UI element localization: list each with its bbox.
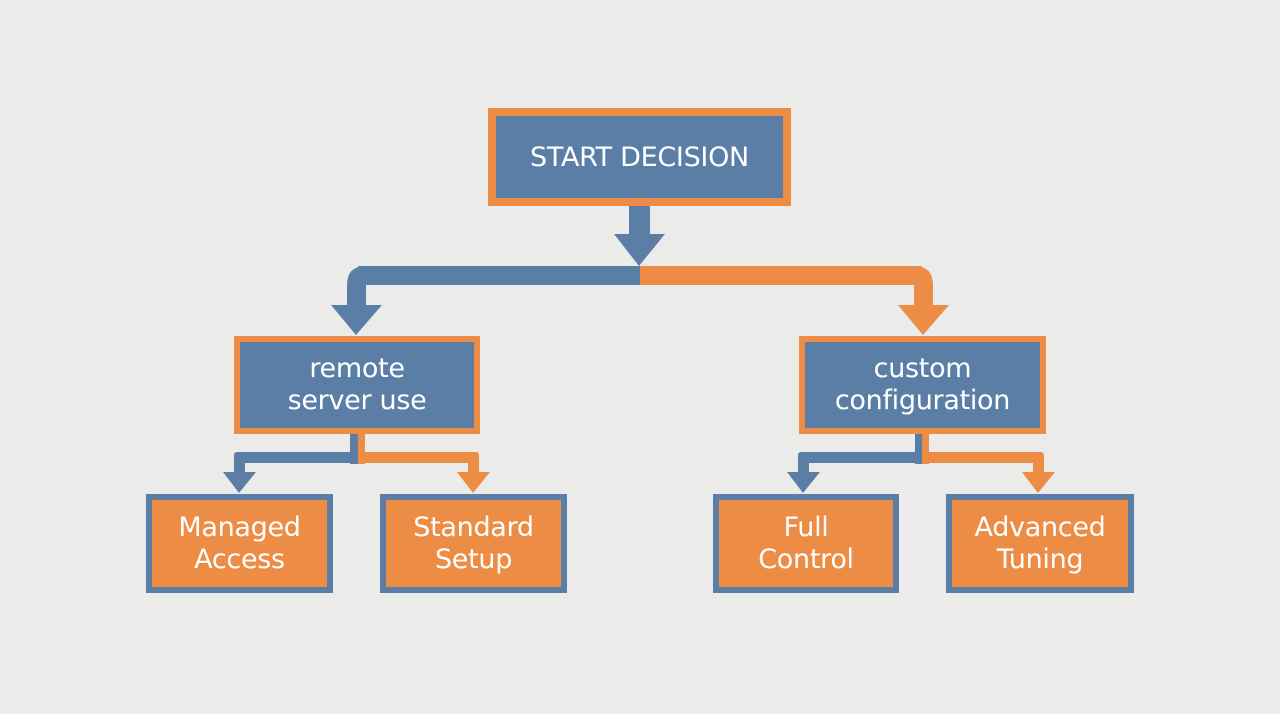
- start-decision-label: START DECISION: [530, 141, 749, 173]
- advanced-tuning-label-line2: Tuning: [996, 543, 1084, 575]
- standard-setup-label-line2: Setup: [434, 543, 513, 575]
- custom-configuration-label-line1: custom: [873, 353, 972, 384]
- connector-right-children: [787, 432, 1055, 493]
- connector-left-children: [223, 432, 490, 493]
- remote-server-use-node: remote server use: [234, 336, 480, 434]
- custom-configuration-label-line2: configuration: [834, 385, 1011, 416]
- full-control-label-line2: Control: [758, 543, 854, 575]
- full-control-node: Full Control: [713, 494, 899, 593]
- managed-access-node: Managed Access: [146, 494, 333, 593]
- standard-setup-label-line1: Standard: [413, 511, 534, 543]
- start-decision-node: START DECISION: [488, 108, 791, 206]
- remote-server-use-label-line2: server use: [287, 385, 427, 416]
- standard-setup-node: Standard Setup: [380, 494, 567, 593]
- root-down-arrow: [614, 204, 665, 266]
- managed-access-label-line1: Managed: [178, 511, 301, 543]
- remote-server-use-label-line1: remote: [309, 353, 405, 384]
- managed-access-label-line2: Access: [194, 543, 285, 575]
- advanced-tuning-node: Advanced Tuning: [946, 494, 1134, 593]
- connector-left-branch: [331, 266, 640, 335]
- custom-configuration-node: custom configuration: [799, 336, 1046, 434]
- connector-right-branch: [640, 266, 949, 335]
- full-control-label-line1: Full: [783, 511, 829, 543]
- advanced-tuning-label-line1: Advanced: [974, 511, 1106, 543]
